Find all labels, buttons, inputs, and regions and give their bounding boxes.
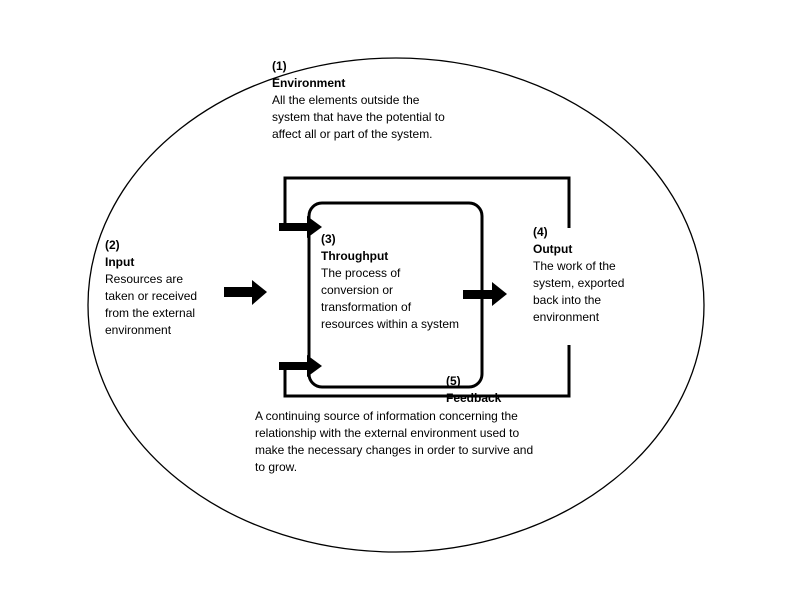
feedback-number: (5)	[446, 374, 461, 388]
environment-title: Environment	[272, 76, 346, 90]
throughput-title: Throughput	[321, 249, 389, 263]
feedback-label-block: (5) Feedback	[446, 373, 526, 407]
feedback-title: Feedback	[446, 391, 502, 405]
environment-description: All the elements outside the system that…	[272, 93, 445, 141]
throughput-block: (3) Throughput The process of conversion…	[321, 231, 461, 333]
feedback-description: A continuing source of information conce…	[255, 409, 534, 474]
throughput-description: The process of conversion or transformat…	[321, 266, 460, 331]
input-number: (2)	[105, 238, 120, 252]
input-arrow-lower-icon	[279, 355, 322, 377]
output-description: The work of the system, exported back in…	[533, 259, 625, 324]
throughput-number: (3)	[321, 232, 336, 246]
input-title: Input	[105, 255, 135, 269]
environment-number: (1)	[272, 59, 287, 73]
feedback-loop-top	[283, 176, 571, 230]
environment-ellipse	[87, 57, 705, 553]
output-arrow-icon	[463, 282, 507, 306]
environment-block: (1) Environment All the elements outside…	[272, 58, 452, 143]
output-title: Output	[533, 242, 573, 256]
feedback-loop-bottom	[283, 345, 571, 398]
input-arrow-icon	[224, 280, 267, 305]
input-arrow-upper-icon	[279, 216, 322, 238]
input-description: Resources are taken or received from the…	[105, 272, 198, 337]
input-block: (2) Input Resources are taken or receive…	[105, 237, 210, 339]
output-number: (4)	[533, 225, 548, 239]
output-block: (4) Output The work of the system, expor…	[533, 224, 643, 326]
feedback-description-block: A continuing source of information conce…	[255, 408, 535, 476]
